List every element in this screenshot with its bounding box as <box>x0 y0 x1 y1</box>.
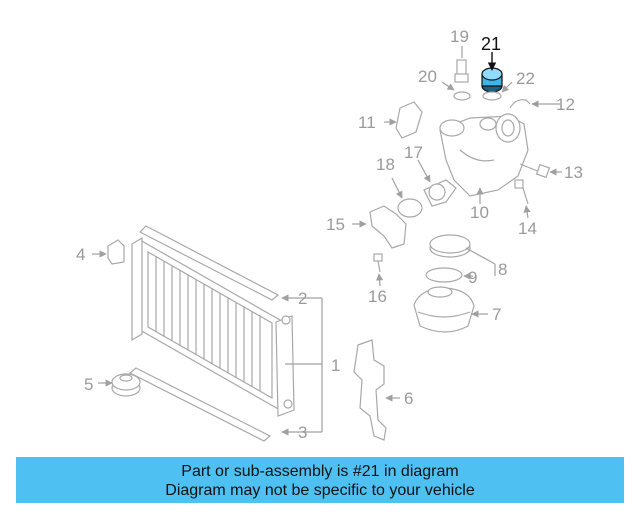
callout-21: 21 <box>481 34 501 54</box>
banner-line-1: Part or sub-assembly is #21 in diagram <box>181 463 459 480</box>
banner-line-2: Diagram may not be specific to your vehi… <box>165 482 475 499</box>
sensor-seal <box>453 91 471 101</box>
leader-lines <box>92 46 562 436</box>
callout-13: 13 <box>564 163 583 182</box>
callout-19: 19 <box>450 27 469 46</box>
bracket <box>107 239 125 265</box>
radiator <box>131 236 295 417</box>
callout-4: 4 <box>76 245 85 264</box>
callout-18: 18 <box>376 155 395 174</box>
callout-12: 12 <box>556 95 575 114</box>
flange-bolt <box>373 253 383 273</box>
callout-20: 20 <box>418 67 437 86</box>
coolant-flange <box>369 205 407 249</box>
lower-strip <box>128 367 272 442</box>
upper-strip <box>138 225 280 301</box>
callout-16: 16 <box>368 287 387 306</box>
temperature-sensor <box>454 59 469 83</box>
parts-diagram: 1 2 3 4 5 6 7 8 9 10 11 12 13 14 15 16 1… <box>76 27 583 442</box>
air-guide <box>353 339 387 441</box>
cap-seal <box>425 267 463 283</box>
info-banner: Part or sub-assembly is #21 in diagram D… <box>16 457 624 503</box>
callout-11: 11 <box>358 113 376 132</box>
callout-6: 6 <box>404 389 413 408</box>
callout-8: 8 <box>498 260 507 279</box>
callout-2: 2 <box>298 289 307 308</box>
short-bolt <box>514 179 529 205</box>
thermostat <box>423 179 457 207</box>
tank-cap <box>429 234 471 258</box>
callout-7: 7 <box>492 305 501 324</box>
callout-15: 15 <box>326 215 345 234</box>
callout-22: 22 <box>516 69 535 88</box>
thermostat-o-ring <box>397 198 423 218</box>
callout-9: 9 <box>468 268 477 287</box>
long-bolt <box>519 163 551 179</box>
retaining-clip <box>509 99 531 109</box>
expansion-tank <box>413 286 475 333</box>
callout-5: 5 <box>84 375 93 394</box>
highlighted-part-21 <box>481 67 503 93</box>
housing-gasket <box>395 101 423 139</box>
callout-14: 14 <box>518 219 537 238</box>
seal-ring <box>482 91 502 101</box>
rubber-mount <box>111 373 141 397</box>
callout-10: 10 <box>470 203 489 222</box>
callout-1: 1 <box>331 356 340 375</box>
callout-17: 17 <box>404 143 423 162</box>
callout-3: 3 <box>298 423 307 442</box>
thermostat-housing <box>439 113 529 197</box>
